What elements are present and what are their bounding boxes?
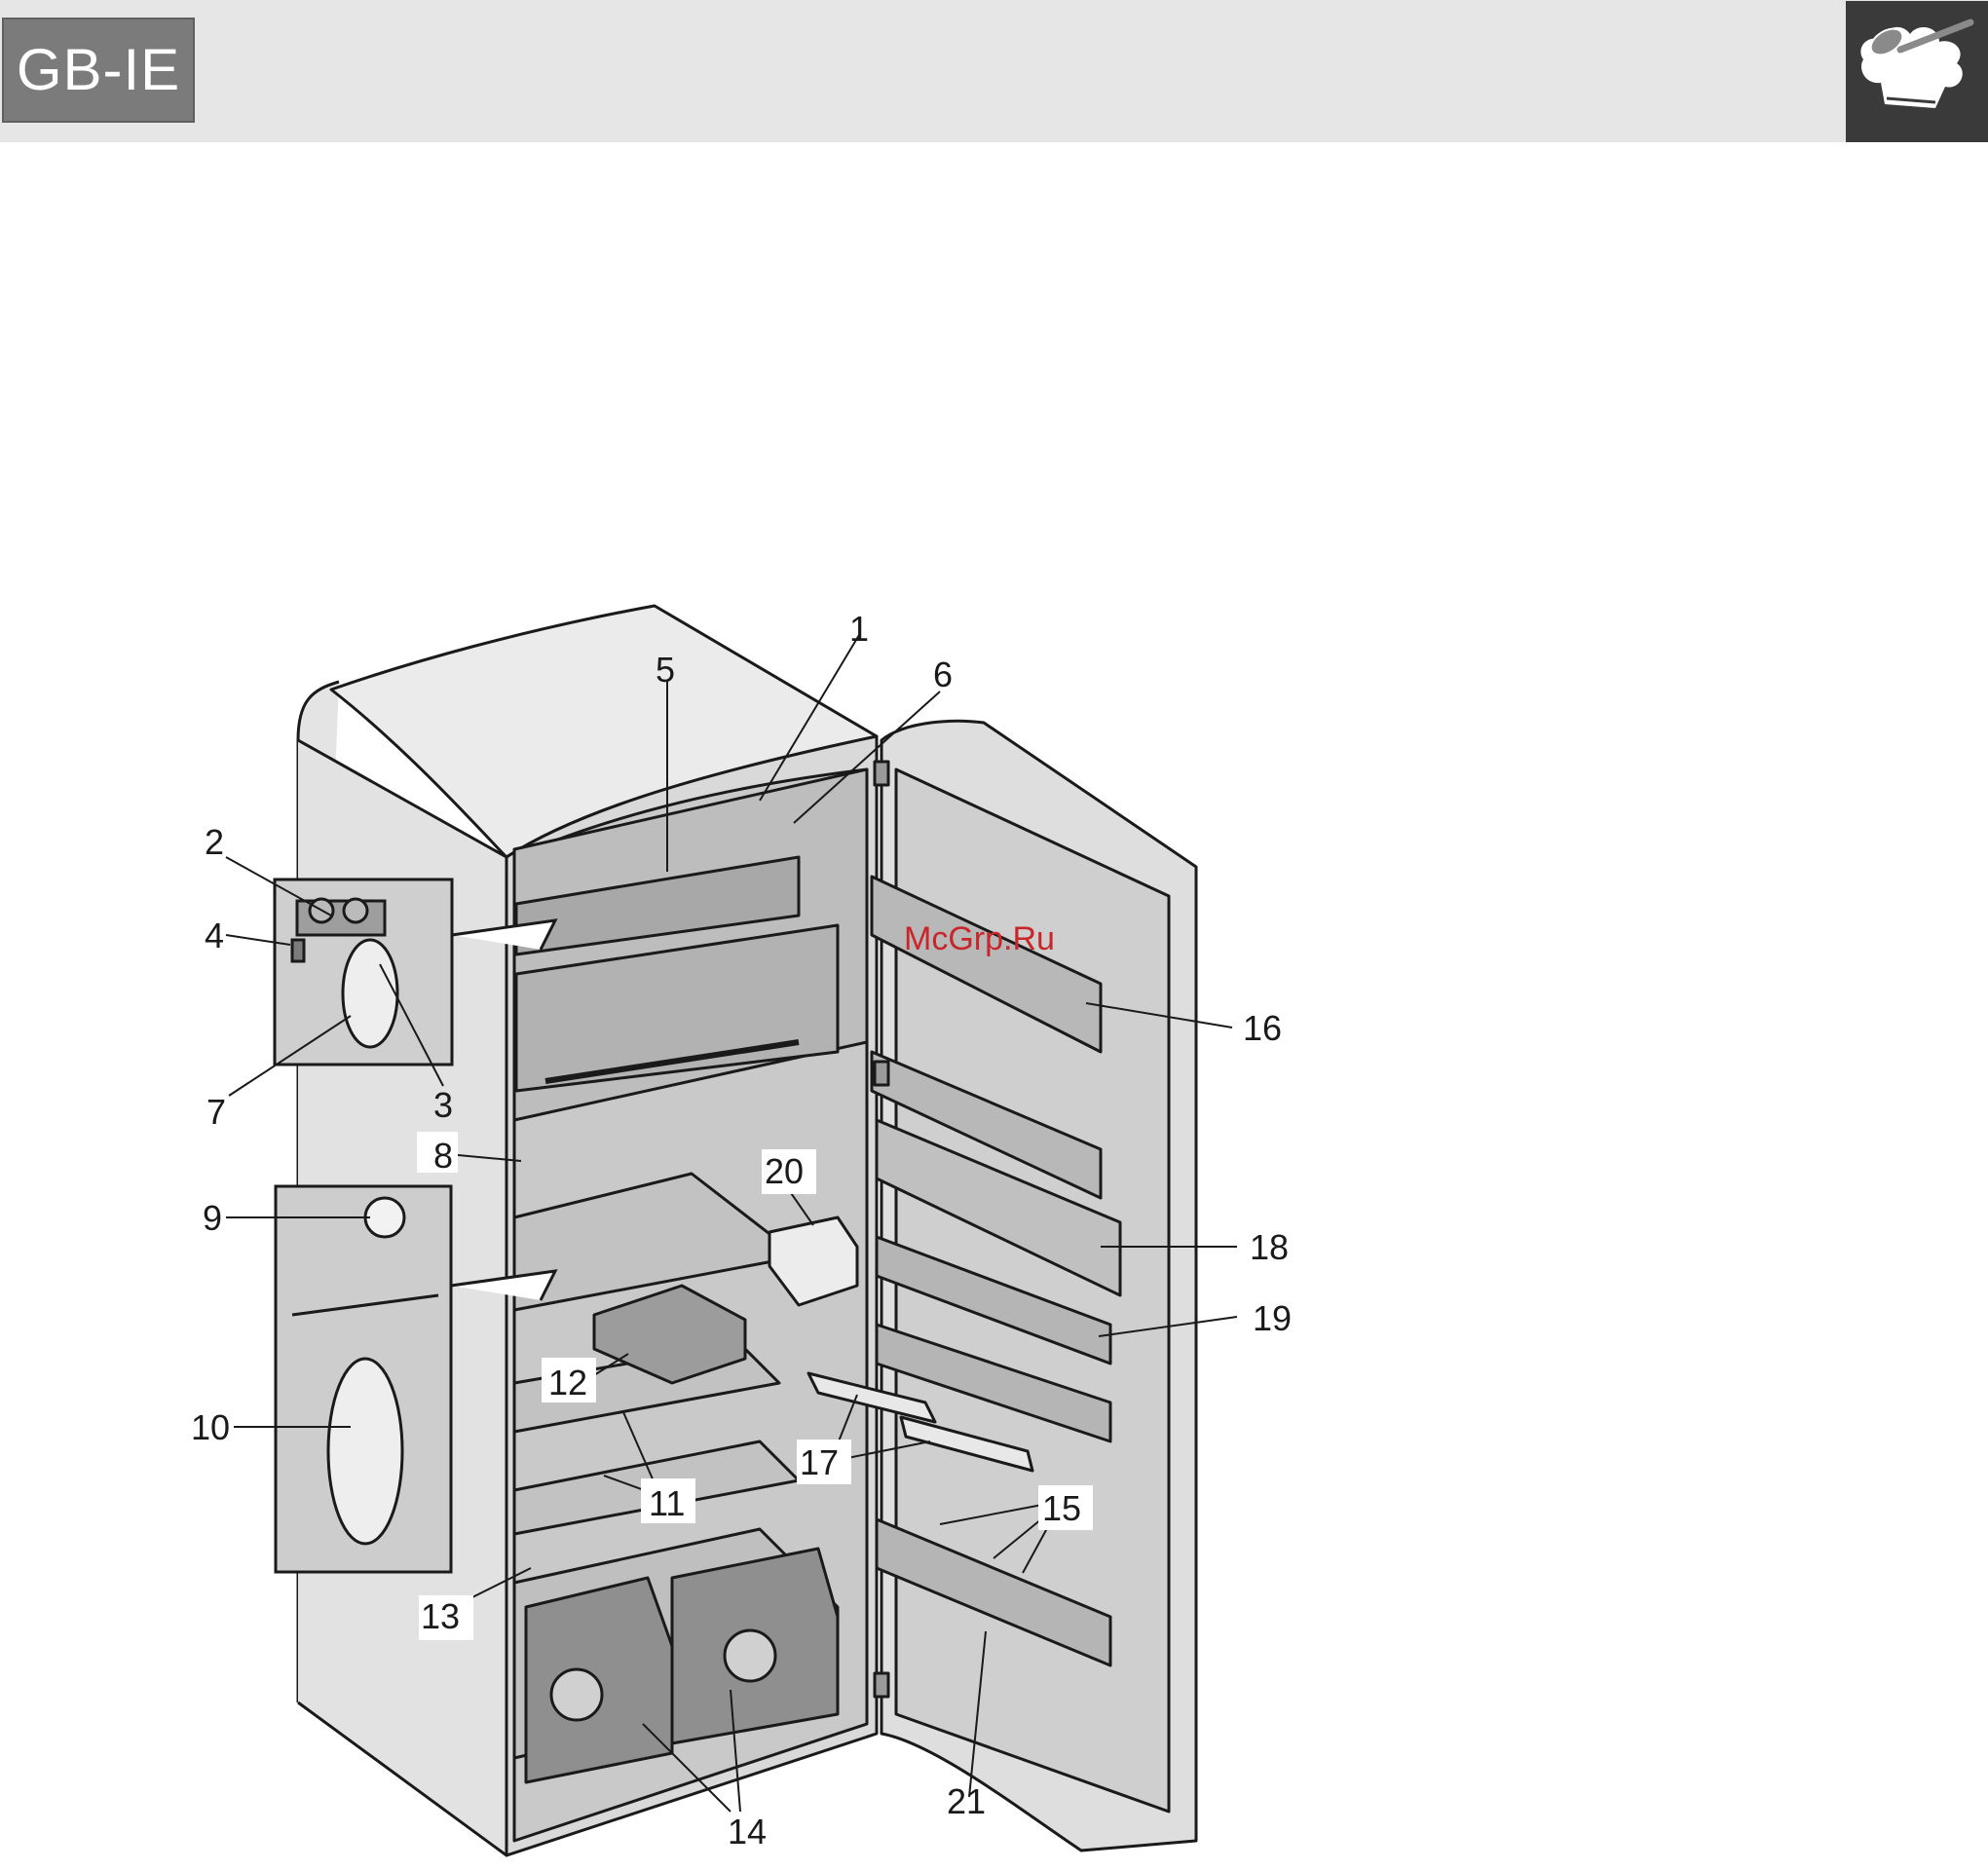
- callout-21: 21: [947, 1781, 986, 1821]
- callout-18: 18: [1250, 1227, 1289, 1267]
- callout-11: 11: [649, 1483, 685, 1523]
- callout-1: 1: [849, 609, 869, 649]
- callout-10: 10: [191, 1407, 230, 1447]
- callout-4: 4: [205, 916, 224, 955]
- callout-12: 12: [548, 1363, 587, 1402]
- callout-17: 17: [800, 1442, 839, 1482]
- callout-8: 8: [433, 1136, 453, 1176]
- callout-5: 5: [656, 650, 675, 690]
- callout-9: 9: [203, 1198, 222, 1238]
- callout-19: 19: [1253, 1298, 1292, 1338]
- callout-2: 2: [205, 822, 224, 862]
- callout-15: 15: [1042, 1488, 1081, 1528]
- callout-14: 14: [728, 1812, 767, 1851]
- callout-16: 16: [1243, 1008, 1282, 1048]
- callout-6: 6: [933, 654, 953, 694]
- watermark-text: McGrp.Ru: [904, 920, 1055, 957]
- callout-20: 20: [765, 1151, 804, 1191]
- callout-7: 7: [206, 1092, 226, 1132]
- callout-13: 13: [421, 1596, 460, 1636]
- callout-3: 3: [433, 1085, 453, 1125]
